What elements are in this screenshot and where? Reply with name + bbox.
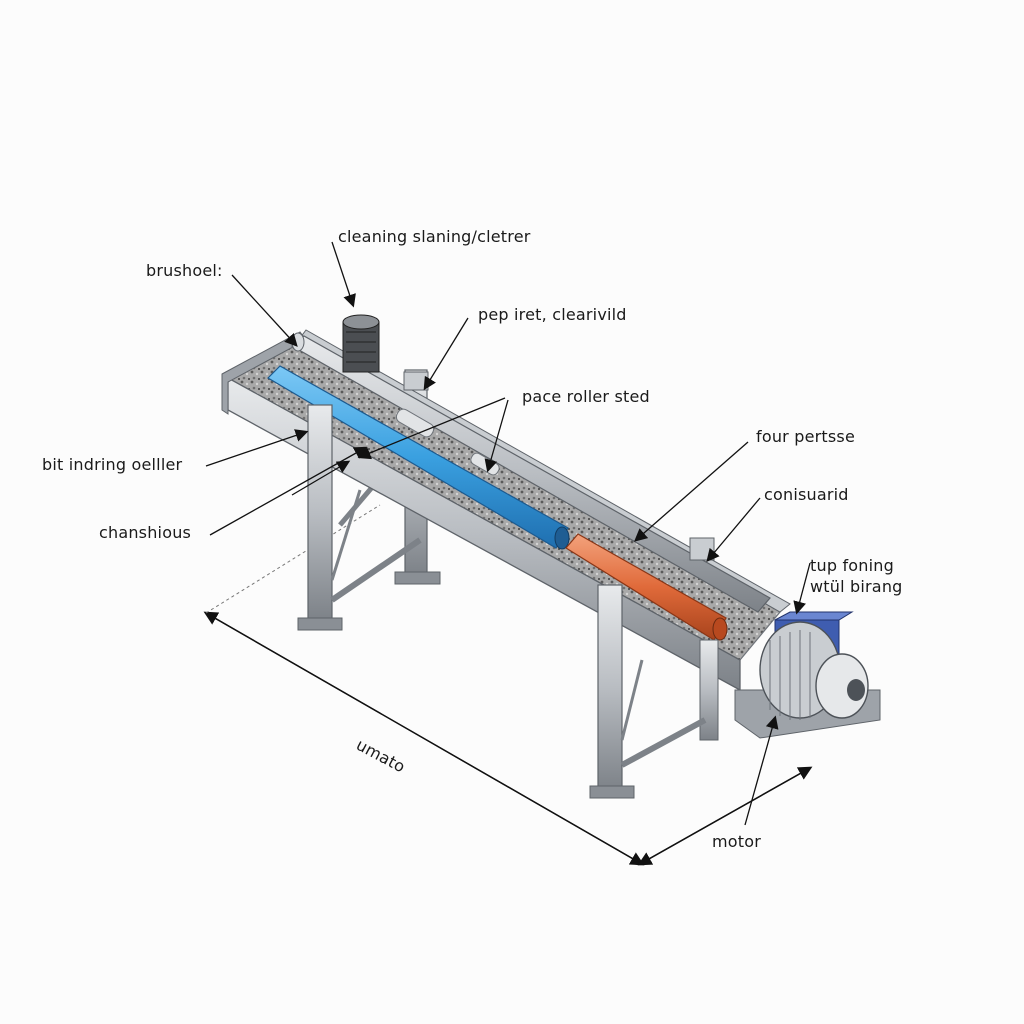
front-leg-right	[589, 584, 719, 799]
orange-roller	[565, 533, 728, 641]
label-four-pertsse: four pertsse	[756, 427, 855, 446]
label-brushoel: brushoel:	[146, 261, 223, 280]
leader-lines	[205, 241, 811, 826]
front-leg-left	[297, 404, 422, 631]
label-tup-foning-line1: tup foning	[810, 556, 894, 575]
label-tup-foning: tup foning wtül birang	[810, 555, 903, 597]
motor	[734, 611, 881, 739]
label-pace-roller: pace roller sted	[522, 387, 650, 406]
label-motor: motor	[712, 832, 762, 851]
label-tup-foning-line2: wtül birang	[810, 577, 903, 596]
blue-roller	[267, 365, 570, 550]
label-consuarid: conisuarid	[764, 485, 849, 504]
label-cleaning: cleaning slaning/cletrer	[338, 227, 531, 246]
brush-cylinder	[342, 314, 380, 373]
label-bit-indring: bit indring oelller	[42, 455, 183, 474]
label-chanshious: chanshious	[99, 523, 192, 542]
label-pep-iret: pep iret, clearivild	[478, 305, 627, 324]
